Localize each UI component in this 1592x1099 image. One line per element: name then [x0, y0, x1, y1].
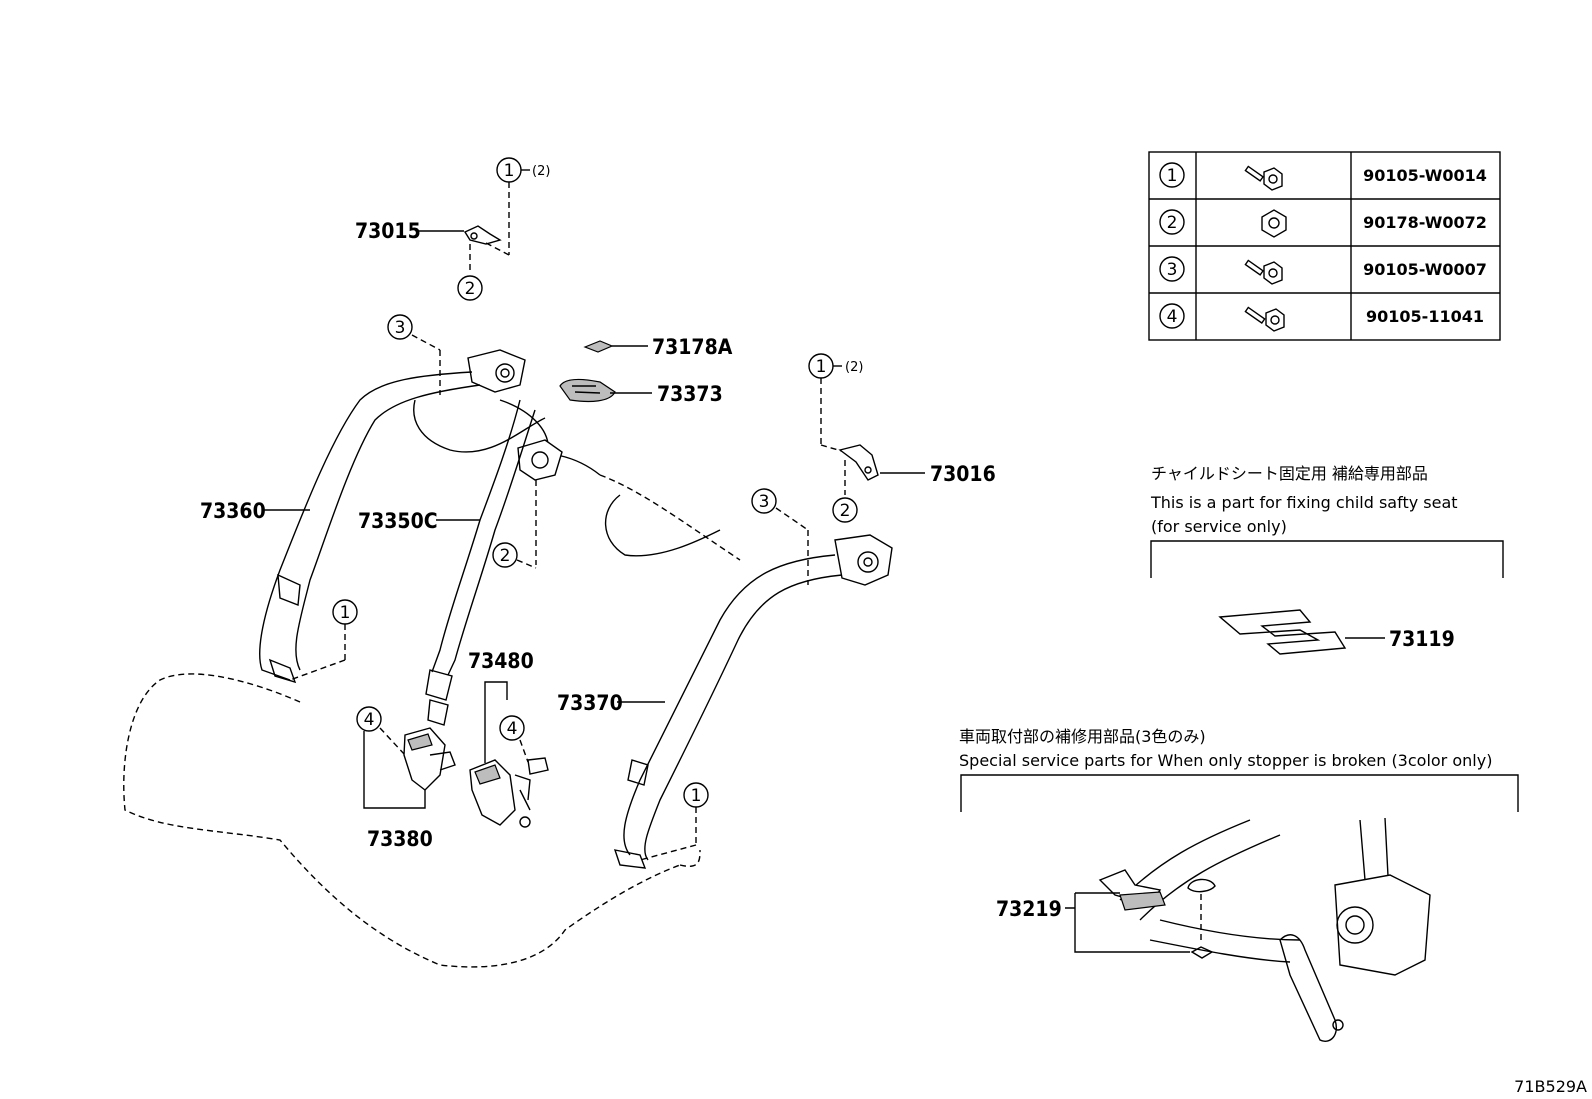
- retractor: [517, 439, 563, 481]
- table-callout: 3: [1167, 260, 1178, 280]
- table-row: 2 90178-W0072: [1159, 209, 1487, 238]
- buckle-73480: 73480 4: [468, 649, 549, 828]
- table-part-number: 90105-11041: [1366, 307, 1484, 326]
- callout-1: 1: [340, 603, 351, 623]
- anchor-bracket: [463, 225, 502, 245]
- cover-73373: 73373: [559, 378, 723, 406]
- callout-1: 1: [504, 161, 515, 181]
- table-part-number: 90105-W0007: [1363, 260, 1487, 279]
- bolt-icon: [1244, 259, 1283, 285]
- child-seat-note-jp: チャイルドシート固定用 補給専用部品: [1151, 464, 1428, 483]
- callout-2: 2: [500, 546, 511, 566]
- callout-2: 2: [465, 279, 476, 299]
- table-part-number: 90178-W0072: [1363, 213, 1487, 232]
- bolt-icon: [1244, 165, 1283, 191]
- rear-seat-outline: [123, 399, 741, 968]
- belt-73350C: 73350C 2: [358, 399, 563, 726]
- part-number-73178A: 73178A: [652, 335, 733, 359]
- nut-icon: [1261, 209, 1287, 238]
- nut: [1190, 946, 1214, 959]
- part-number-73219: 73219: [996, 897, 1062, 921]
- belt-73360: 3 73360 1: [200, 314, 526, 684]
- anchor-73016-group: 1 (2) 73016 2: [808, 353, 996, 523]
- service-note-jp: 車両取付部の補修用部品(3色のみ): [959, 727, 1206, 746]
- clip: [1187, 878, 1216, 893]
- part-number-73370: 73370: [557, 691, 623, 715]
- anchor-73015-group: 1 (2) 2 73015: [355, 157, 550, 301]
- service-parts-section: 車両取付部の補修用部品(3色のみ) Special service parts …: [959, 727, 1519, 1042]
- buckle-73380: 4 73380: [356, 706, 456, 851]
- part-number-73373: 73373: [657, 382, 723, 406]
- service-note-en: Special service parts for When only stop…: [959, 751, 1492, 770]
- table-row: 1 90105-W0014: [1159, 162, 1487, 191]
- callout-3: 3: [395, 318, 406, 338]
- callout-3: 3: [759, 492, 770, 512]
- anchor-bracket: [838, 444, 879, 481]
- callout-2: 2: [840, 501, 851, 521]
- table-callout: 2: [1167, 213, 1178, 233]
- child-seat-note-service: (for service only): [1151, 517, 1287, 536]
- callout-4: 4: [364, 710, 375, 730]
- child-seat-plate: [1218, 609, 1347, 655]
- diagram-id: 71B529A: [1514, 1077, 1587, 1096]
- part-number-73119: 73119: [1389, 627, 1455, 651]
- retractor: [834, 534, 893, 586]
- cover-73178A: 73178A: [583, 335, 733, 359]
- table-callout: 4: [1167, 307, 1178, 327]
- part-number-73360: 73360: [200, 499, 266, 523]
- retractor: [1334, 874, 1431, 976]
- callout-1: 1: [816, 357, 827, 377]
- part-number-73350C: 73350C: [358, 509, 438, 533]
- callout-4: 4: [507, 719, 518, 739]
- part-number-73380: 73380: [367, 827, 433, 851]
- table-callout: 1: [1167, 166, 1178, 186]
- part-number-73480: 73480: [468, 649, 534, 673]
- table-row: 3 90105-W0007: [1159, 256, 1487, 285]
- part-number-73016: 73016: [930, 462, 996, 486]
- qty-label: (2): [532, 164, 550, 179]
- bolt-icon: [1244, 306, 1285, 332]
- belt-tongue: [1279, 934, 1337, 1042]
- child-seat-note-en: This is a part for fixing child safty se…: [1150, 493, 1458, 512]
- belt-73370: 3 73370 1: [557, 488, 893, 869]
- fastener-table: 1 90105-W0014 2 90178-W0072 3: [1148, 151, 1501, 341]
- part-number-73015: 73015: [355, 219, 421, 243]
- qty-label: (2): [845, 360, 863, 375]
- table-part-number: 90105-W0014: [1363, 166, 1487, 185]
- table-row: 4 90105-11041: [1159, 303, 1484, 332]
- child-seat-section: チャイルドシート固定用 補給専用部品 This is a part for fi…: [1150, 464, 1504, 655]
- callout-1: 1: [691, 786, 702, 806]
